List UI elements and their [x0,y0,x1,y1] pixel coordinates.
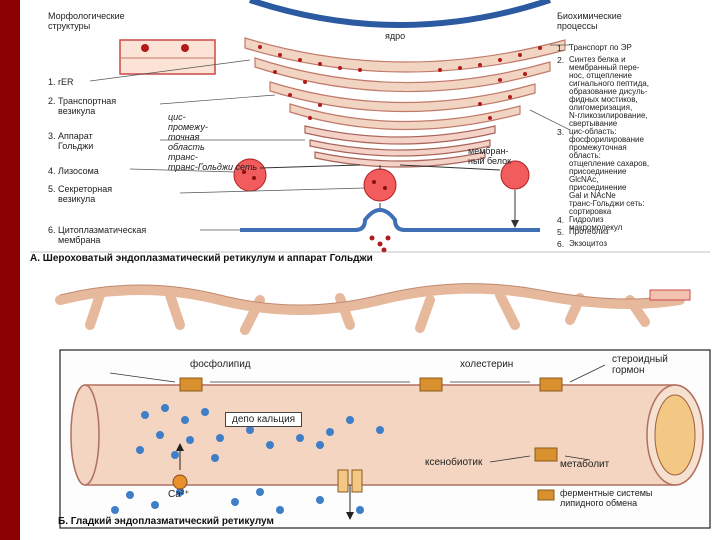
golgi-apparatus [304,125,496,168]
right-item-number: 5. [557,227,565,237]
right-item-line: фидных мостиков, [569,95,638,104]
calcium-channel [337,469,363,493]
right-item-line: промежуточная [569,143,627,152]
rough-er [244,37,566,131]
legend-line-1: ферментные системы [560,488,653,498]
right-item-line: мембранный пере- [569,63,640,72]
right-item-line: Экзоцитоз [569,239,608,248]
legend-swatch [537,489,555,501]
left-item-4: 4. Лизосома [48,166,99,176]
membrane-protein-vesicle [500,160,530,228]
golgi-trans: транс- [168,152,198,162]
calcium-label: Ca²⁺ [168,489,190,500]
right-item-number: 6. [557,239,565,249]
enzyme-systems [179,377,563,462]
panel-a-illustration [30,0,710,253]
right-item-line: свертывание [569,119,618,128]
slide: Морфологические структуры Биохимические … [20,0,720,540]
right-item-number: 4. [557,215,565,225]
golgi-cis: цис- [168,112,186,122]
caption-b: Б. Гладкий эндоплазматический ретикулум [58,516,274,527]
secretory-vesicle [363,168,397,202]
ribosome-inset [119,39,216,75]
golgi-trans-network: транс-Гольджи сеть [168,162,258,172]
cytoplasmic-membrane [240,208,540,232]
right-item-line: GlcNAc, [569,175,599,184]
right-item-number: 2. [557,55,565,65]
cholesterol-label: холестерин [460,359,514,370]
right-item-line: образование дисуль- [569,87,648,96]
right-item-line: Протеолиз [569,227,609,236]
left-item-5: 5. Секреторная везикула [48,184,113,204]
right-item-line: отщепление сахаров, [569,159,650,168]
calcium-depot-label: депо кальция [225,412,303,427]
right-item-number: 3. [557,127,565,137]
right-item-line: нос, отщепление [569,71,632,80]
left-item-2: 2. Транспортная везикула [48,96,117,116]
right-item-line: транс-Гольджи сеть: [569,199,645,208]
right-item-line: фосфорилирование [569,135,644,144]
right-header-line2: процессы [557,21,598,31]
left-header-line1: Морфологические [48,11,125,21]
steroid-label-1: стероидный [612,354,668,365]
er-tube [70,384,704,486]
right-item-line: макромолекул [569,223,623,232]
left-item-6: 6. Цитоплазматическая мембрана [48,225,147,245]
left-item-1: 1. rER [48,77,74,87]
left-pointer-lines [89,59,366,231]
metabolic-arrows [109,364,606,463]
metabolite-label: метаболит [560,459,610,470]
er-tube-inset [649,289,691,301]
right-item-line: Гидролиз [569,215,604,224]
steroid-label-2: гормон [612,365,645,376]
right-item-line: N-гликозилирование, [569,111,648,120]
nucleus-label: ядро [385,31,406,41]
golgi-medial-1: промежу- [168,122,208,132]
golgi-medial-2: точная [168,132,200,142]
right-header-line1: Биохимические [557,11,622,21]
membrane-protein-label-1: мембран- [468,146,509,156]
right-pointer-lines [529,44,571,131]
right-item-line: цис-область: [569,127,617,136]
ribosomes [258,45,542,120]
phospholipid-label: фосфолипид [190,359,251,370]
xenobiotic-label: ксенобиотик [425,457,483,468]
legend-line-2: липидного обмена [560,498,638,508]
right-item-line: присоединение [569,183,627,192]
right-item-number: 1. [557,43,565,53]
right-item-line: сигнального пептида, [569,79,649,88]
right-item-line: область: [569,151,601,160]
right-item-line: сортировка [569,207,612,216]
calcium-pump [172,474,188,490]
flow-arrows [259,164,501,212]
exocytosis-content [369,235,391,253]
smooth-er-outline [59,283,681,306]
right-item-line: олигомеризация, [569,103,633,112]
nuclear-envelope [249,0,551,28]
left-item-3: 3. Аппарат Гольджи [48,131,94,151]
left-header-line2: структуры [48,21,91,31]
right-item-line: Транспорт по ЭР [569,43,632,52]
panel-b-illustration [55,283,711,529]
right-item-line: Gal и NAcNe [569,191,616,200]
right-item-line: Синтез белка и [569,55,626,64]
membrane-protein-label-2: ный белок [468,156,512,166]
inset-ribosomes [141,44,189,52]
smooth-er-network [55,283,685,335]
right-item-line: присоединение [569,167,627,176]
golgi-medial-3: область [168,142,205,152]
caption-a: А. Шероховатый эндоплазматический ретику… [30,253,373,264]
